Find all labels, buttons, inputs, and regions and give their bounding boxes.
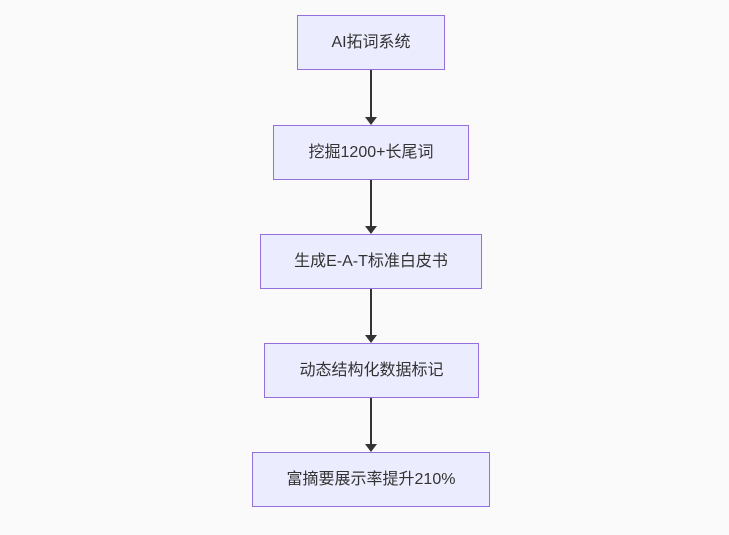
arrow-down-icon (365, 335, 377, 343)
flow-node-rich-snippet-result: 富摘要展示率提升210% (252, 452, 490, 507)
arrow-down-icon (365, 444, 377, 452)
edge-line-3 (370, 289, 372, 335)
flow-node-ai-word-expansion: AI拓词系统 (297, 15, 445, 70)
edge-line-2 (370, 180, 372, 226)
flow-node-longtail-mining: 挖掘1200+长尾词 (273, 125, 469, 180)
flow-node-label: 生成E-A-T标准白皮书 (294, 252, 448, 270)
flow-node-label: AI拓词系统 (331, 33, 411, 51)
flow-node-eat-whitepaper: 生成E-A-T标准白皮书 (260, 234, 482, 289)
flow-node-structured-data-markup: 动态结构化数据标记 (264, 343, 479, 398)
edge-line-1 (370, 70, 372, 117)
arrow-down-icon (365, 226, 377, 234)
flow-node-label: 富摘要展示率提升210% (286, 470, 456, 488)
arrow-down-icon (365, 117, 377, 125)
flow-node-label: 动态结构化数据标记 (299, 361, 444, 379)
edge-line-4 (370, 398, 372, 444)
flow-node-label: 挖掘1200+长尾词 (308, 143, 434, 161)
